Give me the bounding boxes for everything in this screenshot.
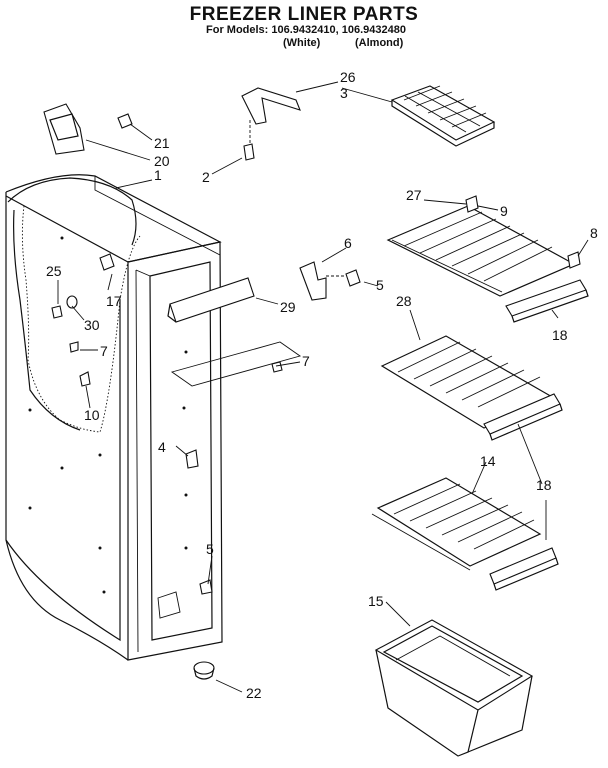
shelf-rail-18b: [489, 547, 559, 591]
callout-14: 14: [480, 453, 496, 469]
callout-28: 28: [396, 293, 412, 309]
callout-labels: 26 3 21 20 1 2 27 9 8 6 25 5 17 29 28 30…: [46, 69, 598, 701]
bracket-26: [241, 87, 301, 161]
shelf-support-7: [170, 341, 302, 387]
callout-1: 1: [154, 167, 162, 183]
shelf-rail-18a: [505, 279, 589, 323]
callout-8: 8: [590, 225, 598, 241]
shelf-27: [386, 195, 581, 297]
callout-4: 4: [158, 439, 166, 455]
callout-21: 21: [154, 135, 170, 151]
callout-29: 29: [280, 299, 296, 315]
callout-9: 9: [500, 203, 508, 219]
color-white-label: (White): [283, 37, 321, 49]
callout-5b: 5: [206, 541, 214, 557]
callout-25: 25: [46, 263, 62, 279]
bracket-6: [299, 261, 361, 301]
callout-27: 27: [406, 187, 422, 203]
diagram-title: FREEZER LINER PARTS: [189, 4, 419, 25]
callout-7a: 7: [100, 343, 108, 359]
freezer-liner: [5, 174, 223, 661]
color-almond-label: (Almond): [355, 37, 404, 49]
leader-lines: [57, 81, 589, 693]
callout-15: 15: [368, 593, 384, 609]
bracket-20: [43, 103, 133, 155]
callout-17: 17: [106, 293, 122, 309]
callout-7b: 7: [302, 353, 310, 369]
cover-29: [167, 277, 255, 323]
callout-30: 30: [84, 317, 100, 333]
shelf-28: [380, 335, 563, 441]
ice-tray: [390, 85, 496, 147]
callout-26: 26: [340, 69, 356, 85]
callout-5a: 5: [376, 277, 384, 293]
callout-22: 22: [246, 685, 262, 701]
callout-10: 10: [84, 407, 100, 423]
plug-22: [193, 661, 215, 680]
callout-2: 2: [202, 169, 210, 185]
callout-20: 20: [154, 153, 170, 169]
models-line: For Models: 106.9432410, 106.9432480: [206, 24, 406, 36]
callout-3: 3: [340, 85, 348, 101]
shelf-14: [371, 477, 542, 571]
callout-18a: 18: [552, 327, 568, 343]
bin-15: [374, 619, 534, 757]
callout-18b: 18: [536, 477, 552, 493]
callout-6: 6: [344, 235, 352, 251]
liner-small-parts: [51, 253, 213, 595]
